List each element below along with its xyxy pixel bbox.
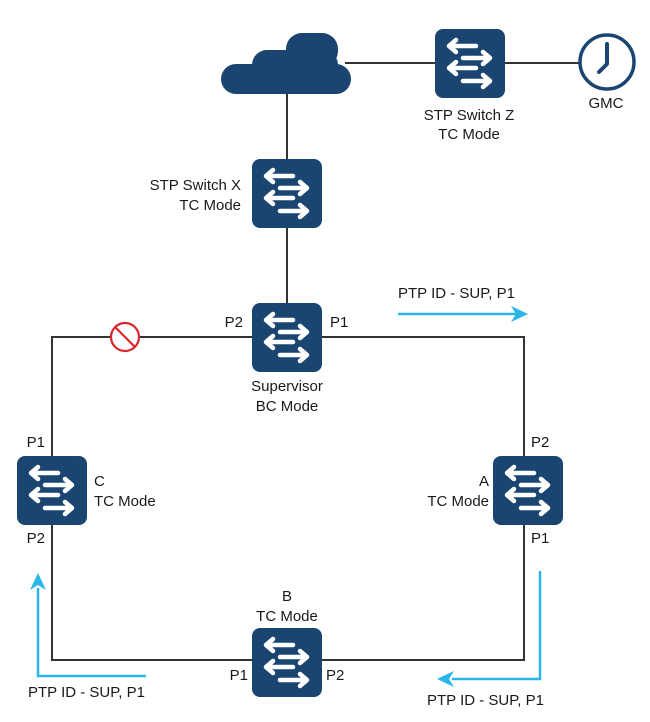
link-b-c	[51, 525, 252, 661]
switch-c-port-p1: P1	[27, 434, 45, 451]
link-a-b	[322, 525, 525, 661]
switch-b-port-p1: P1	[230, 667, 248, 684]
supervisor-name: Supervisor	[251, 378, 323, 395]
ptp-flow-arrow-left-up	[30, 573, 146, 678]
link-c-supervisor	[51, 336, 252, 456]
switch-b-mode: TC Mode	[256, 608, 318, 625]
switch-a-name: A	[479, 473, 489, 490]
switch-a-mode: TC Mode	[427, 493, 489, 510]
clock-icon	[578, 33, 636, 91]
switch-a-port-p2: P2	[531, 434, 549, 451]
switch-c-mode: TC Mode	[94, 493, 156, 510]
switch-x-mode: TC Mode	[179, 197, 241, 214]
switch-icon[interactable]	[435, 29, 505, 98]
switch-icon[interactable]	[17, 456, 87, 525]
switch-icon[interactable]	[252, 628, 322, 697]
switch-b-name: B	[282, 588, 292, 605]
link-supervisor-a	[322, 336, 525, 456]
ptp-flow-arrow-down-left	[437, 571, 542, 687]
switch-icon[interactable]	[252, 303, 322, 372]
switch-icon[interactable]	[493, 456, 563, 525]
gmc-label: GMC	[589, 95, 624, 112]
supervisor-mode: BC Mode	[256, 398, 319, 415]
switch-z-name: STP Switch Z	[424, 107, 515, 124]
switch-z-mode: TC Mode	[438, 126, 500, 143]
switch-a-port-p1: P1	[531, 530, 549, 547]
switch-x-name: STP Switch X	[150, 177, 241, 194]
flow-label-a-to-b: PTP ID - SUP, P1	[427, 692, 544, 709]
switch-c-port-p2: P2	[27, 530, 45, 547]
cloud-icon	[221, 33, 351, 94]
switch-icon[interactable]	[252, 159, 322, 228]
blocked-icon	[109, 321, 141, 353]
switch-b-port-p2: P2	[326, 667, 344, 684]
flow-label-sup-to-a: PTP ID - SUP, P1	[398, 285, 515, 302]
flow-label-b-to-c: PTP ID - SUP, P1	[28, 684, 145, 701]
links	[51, 62, 580, 661]
supervisor-port-p1: P1	[330, 314, 348, 331]
switch-c-name: C	[94, 473, 105, 490]
supervisor-port-p2: P2	[225, 314, 243, 331]
ptp-flow-arrow-right	[398, 306, 528, 322]
